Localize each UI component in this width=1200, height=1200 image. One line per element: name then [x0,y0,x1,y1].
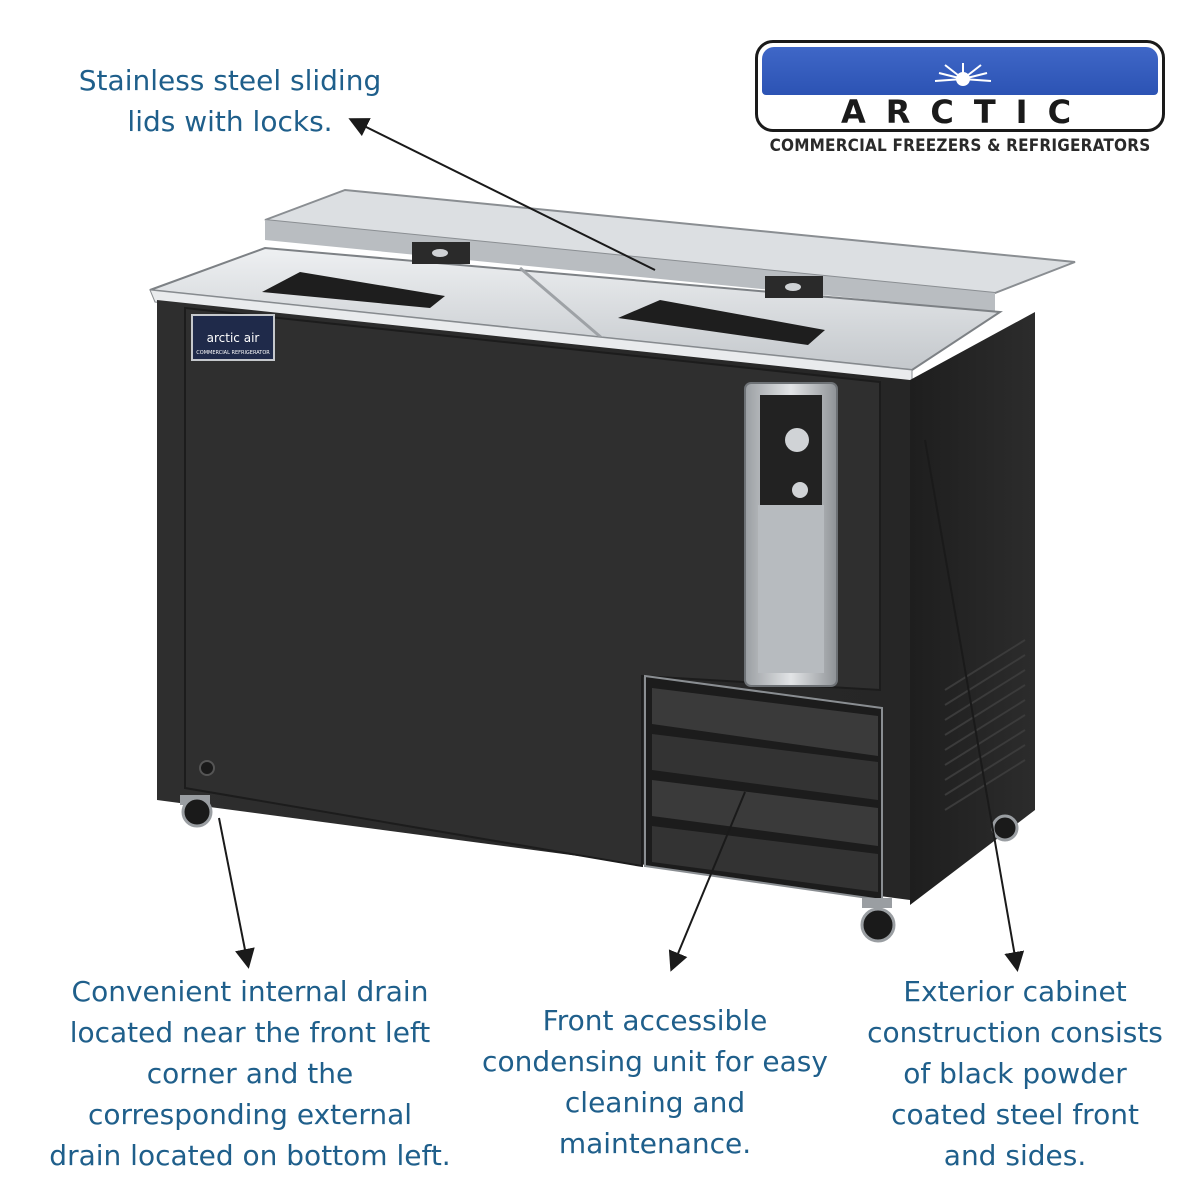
logo-tagline: COMMERCIAL FREEZERS & REFRIGERATORS [769,136,1151,156]
side-vents [944,639,1026,811]
arrow-drain [218,817,255,969]
badge-brand: arctic air [207,331,260,345]
arrow-cabinet [924,439,1025,972]
callout-line: condensing unit for easy [482,1045,828,1078]
callout-line: of black powder [903,1057,1127,1090]
callout-line: corner and the [146,1057,354,1090]
logo-wordmark: ARCTIC AIR [840,93,1092,131]
logo-frame: ARCTIC AIR [755,40,1165,132]
callout-line: cleaning and [564,1086,746,1119]
arrow-lids [348,118,656,271]
callout-line: corresponding external [87,1098,413,1131]
callout-line: and sides. [943,1139,1087,1172]
drain-icon [199,760,215,776]
sliding-lids [149,242,1003,372]
callout-cabinet: Exterior cabinet construction consists o… [860,971,1170,1176]
callout-line: construction consists [867,1016,1163,1049]
callout-line: drain located on bottom left. [49,1139,451,1172]
callout-line: maintenance. [558,1127,752,1160]
callout-line: coated steel front [891,1098,1139,1131]
arctic-air-logo: ARCTIC AIR COMMERCIAL FREEZERS & REFRIGE… [755,40,1165,165]
callout-line: located near the front left [69,1016,431,1049]
cabinet-side [910,312,1035,905]
badge-subtitle: COMMERCIAL REFRIGERATOR [196,350,270,356]
callout-drain: Convenient internal drain located near t… [30,971,470,1176]
callout-line: lids with locks. [127,105,333,138]
callout-lids: Stainless steel sliding lids with locks. [60,60,400,142]
star-burst-icon [934,63,992,86]
callout-line: Exterior cabinet [903,975,1127,1008]
brand-badge: arctic air COMMERCIAL REFRIGERATOR [191,314,275,361]
callout-arrows [218,118,1025,972]
callout-line: Convenient internal drain [71,975,429,1008]
callout-line: Front accessible [542,1004,768,1037]
logo-sky-band [762,47,1158,95]
arrow-condenser [668,791,746,972]
callout-line: Stainless steel sliding [78,64,382,97]
condenser-grille [644,674,883,902]
bottle-opener [744,382,838,687]
callout-condenser: Front accessible condensing unit for eas… [470,1000,840,1164]
